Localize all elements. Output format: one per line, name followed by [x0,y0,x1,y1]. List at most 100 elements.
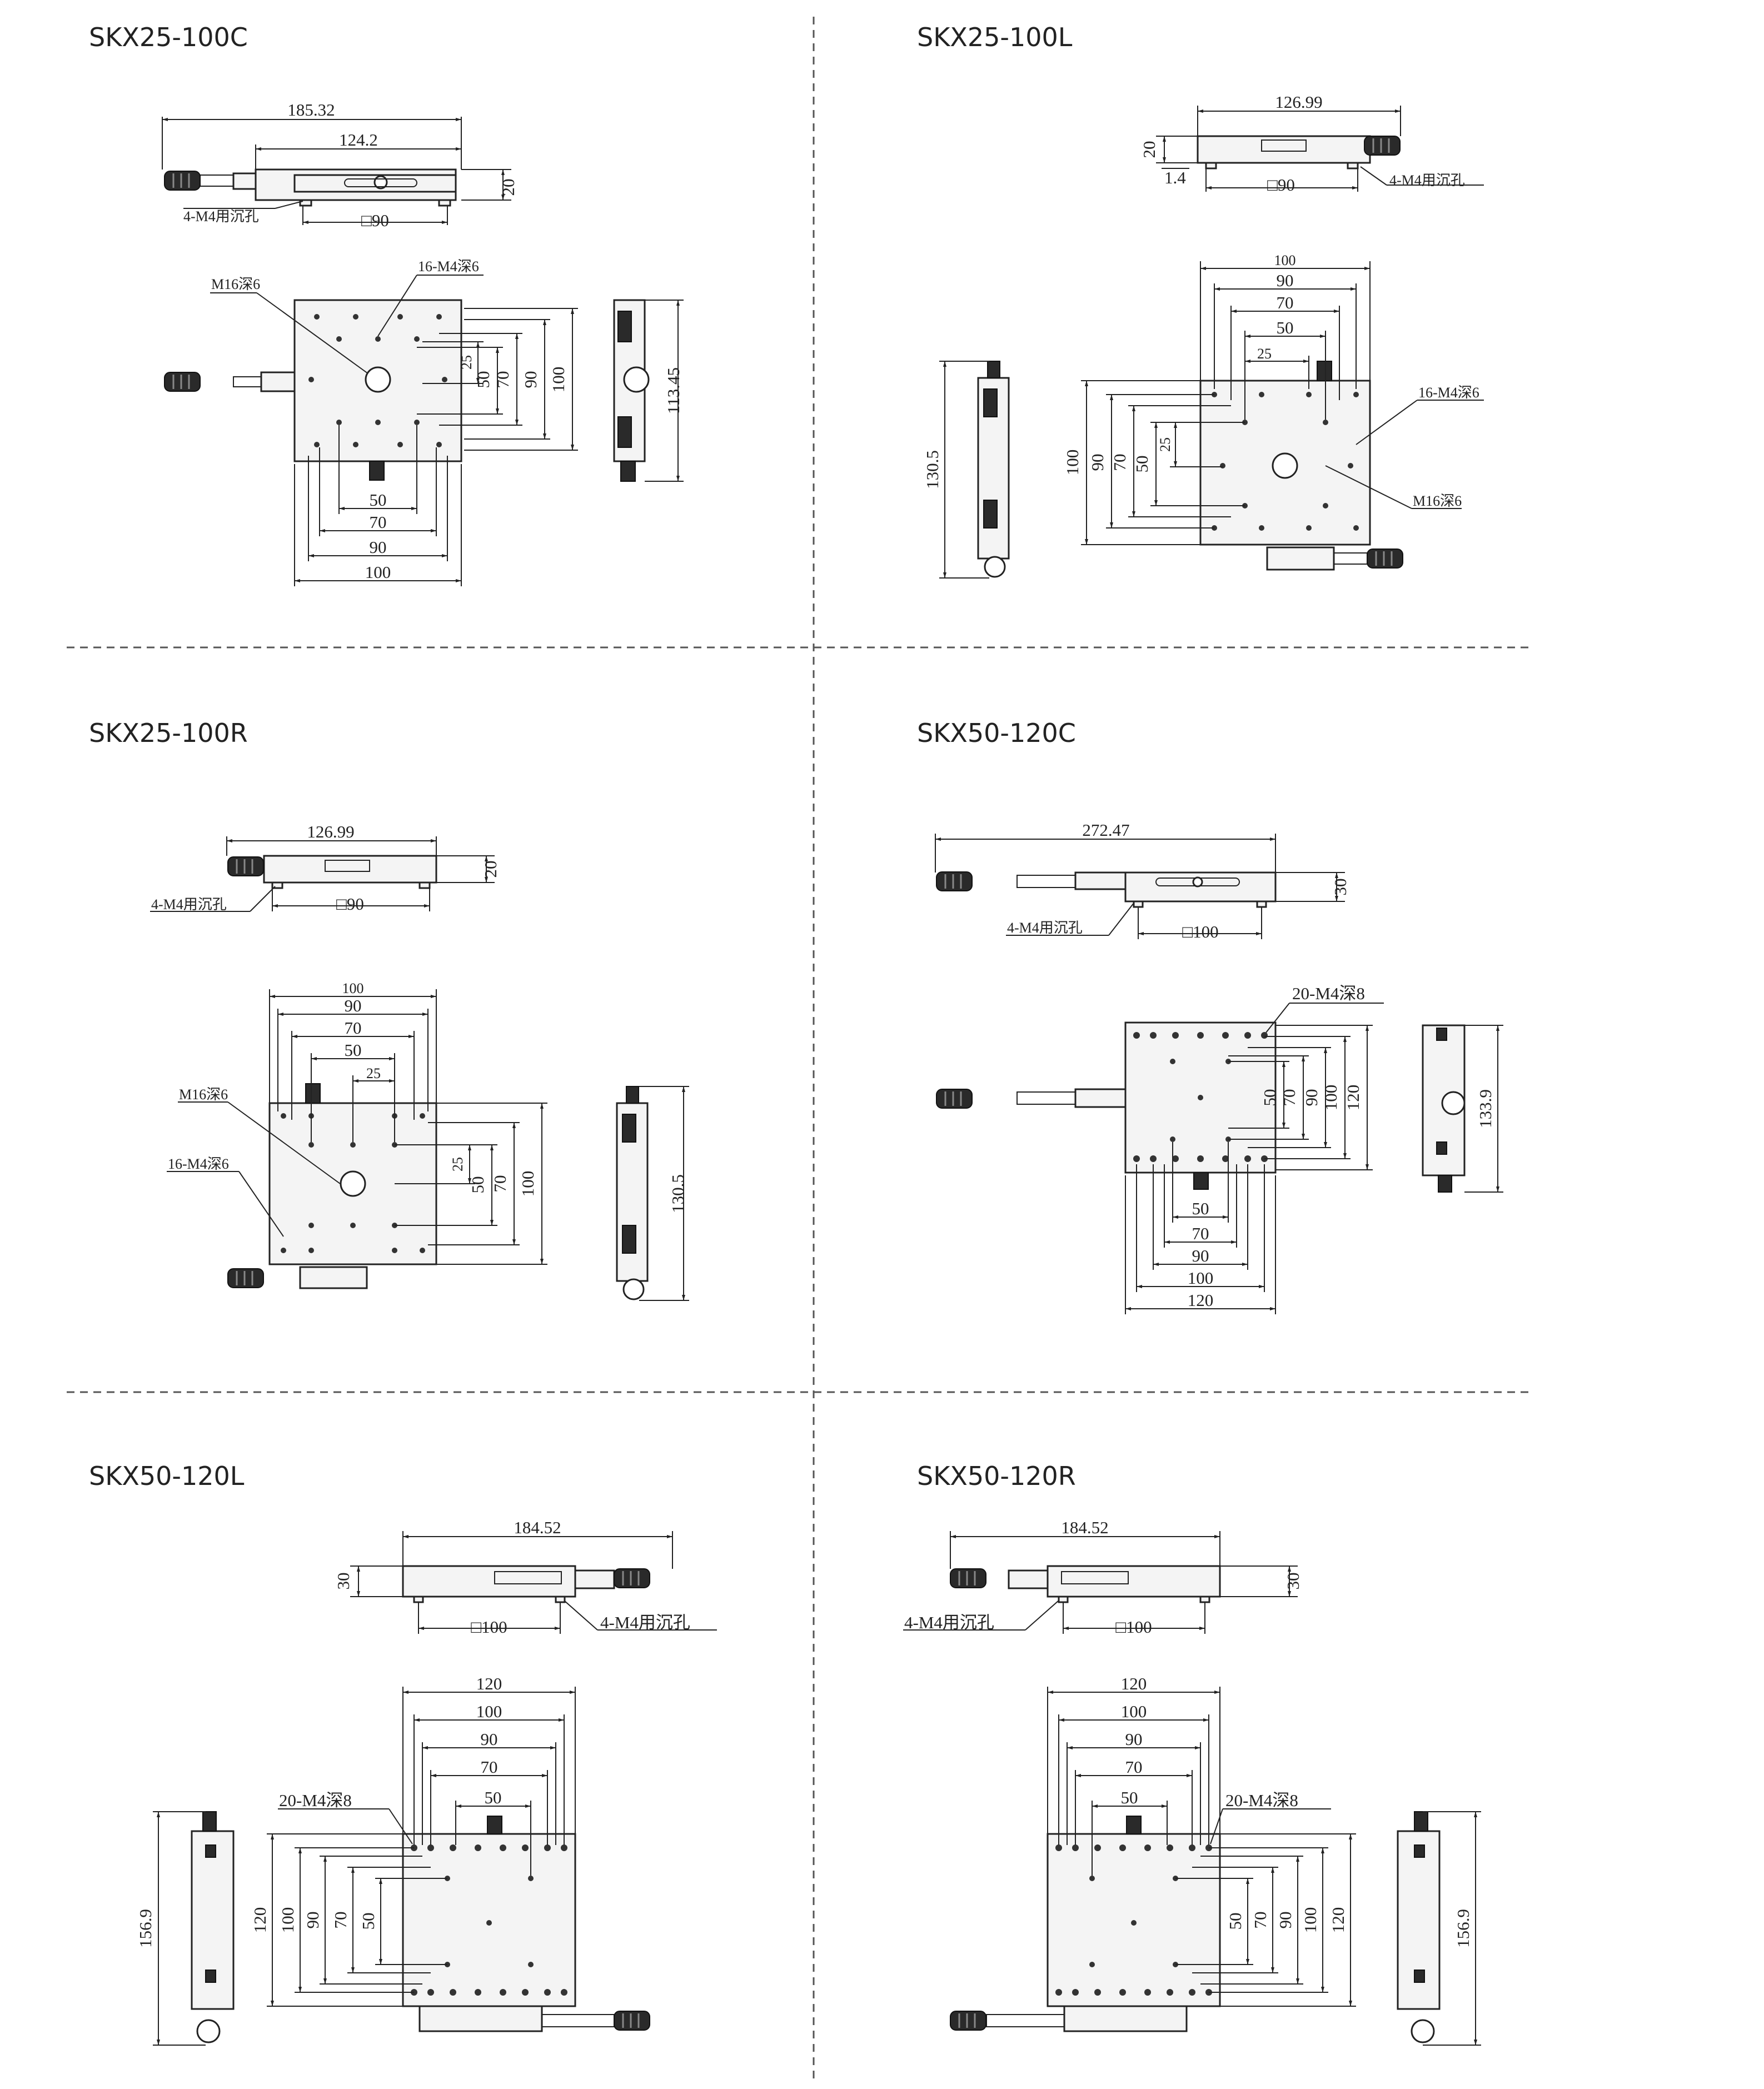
plan-view [935,1021,1277,1190]
plan-view [402,1816,651,2032]
dim-label: 120 [1188,1290,1214,1310]
section-title: SKX25-100C [89,22,248,52]
note-label: 4-M4用沉孔 [1389,172,1465,188]
note-label: 16-M4深6 [418,258,479,275]
side-view [949,1565,1221,1603]
dim-label: 100 [365,562,391,582]
dim-label: 50 [345,1040,362,1060]
dim-label: 70 [1110,454,1129,471]
dim-label: 90 [1277,271,1294,290]
dim-label: 120 [250,1907,270,1933]
dim-label: 25 [366,1065,381,1081]
dim-label: 25 [459,355,475,370]
note-label: 16-M4深6 [1418,385,1479,401]
dim-label: 130.5 [923,450,942,489]
dim-label: 70 [1279,1089,1299,1106]
dim-label: 100 [1274,252,1296,268]
note-label: 20-M4深8 [279,1791,352,1810]
dim-label: 50 [1132,456,1152,473]
note-label: 20-M4深8 [1225,1791,1298,1810]
dim-label: 156.9 [136,1909,155,1948]
dim-label: 90 [1192,1246,1209,1265]
note-label: M16深6 [211,276,260,292]
note-label: 4-M4用沉孔 [151,896,227,913]
dim-label: 100 [1321,1085,1341,1111]
side-view [935,871,1277,908]
dim-label: 70 [481,1757,498,1777]
plan-view [163,299,462,481]
dim-label: 70 [1250,1912,1270,1929]
section-skx25-100c: SKX25-100C 185.32 124.2 20 4-M4用沉孔 □ [89,22,684,586]
dim-label: 184.52 [1061,1518,1108,1537]
dim-label: 25 [1157,437,1173,452]
section-skx50-120c: SKX50-120C 272.47 30 4-M4用沉孔 □100 [917,718,1503,1314]
dim-label: 100 [549,367,568,393]
dim-label: 120 [476,1674,502,1693]
dim-label: 272.47 [1082,820,1129,840]
plan-view [949,1816,1221,2032]
dim-label: 70 [331,1912,350,1929]
section-title: SKX50-120R [917,1461,1076,1491]
dim-label: 70 [1125,1757,1143,1777]
dim-label: 124.2 [339,130,378,149]
note-label: 4-M4用沉孔 [904,1613,994,1632]
dim-label: 50 [370,490,387,510]
dim-label: 120 [1328,1907,1348,1933]
dim-label: □90 [336,894,364,914]
dim-label: 25 [1257,346,1272,362]
section-title: SKX50-120L [89,1461,245,1491]
dim-label: 126.99 [307,822,354,841]
end-view [616,1086,649,1300]
dim-label: 184.52 [514,1518,561,1537]
end-view [191,1811,235,2043]
dim-label: 70 [493,371,512,388]
dim-label: 50 [1225,1913,1245,1930]
dim-label: 70 [1192,1224,1209,1243]
dim-label: 100 [476,1702,502,1721]
dim-label: 100 [1121,1702,1147,1721]
section-skx25-100r: SKX25-100R 126.99 20 4-M4用沉孔 □90 [89,718,689,1301]
note-label: 4-M4用沉孔 [600,1613,690,1632]
dim-label: 20 [481,861,500,878]
end-view [977,361,1010,578]
dim-label: 50 [1260,1089,1279,1106]
dim-label: 100 [1063,450,1082,476]
dim-label: 25 [450,1157,466,1171]
dim-label: 90 [345,996,362,1015]
dim-label: 185.32 [287,100,335,119]
dim-label: 113.45 [664,367,683,414]
dim-label: 100 [1188,1268,1214,1288]
dim-label: 20 [1139,141,1159,158]
dim-label: □90 [1267,175,1295,195]
dim-label: 90 [1302,1089,1321,1106]
dim-label: 30 [1331,879,1350,896]
dim-label: 50 [1277,318,1294,337]
dim-label: 130.5 [668,1174,687,1213]
dim-label: 100 [518,1171,537,1197]
dim-label: 70 [1277,293,1294,312]
dim-label: 30 [1283,1573,1303,1590]
note-label: M16深6 [1413,493,1462,509]
dim-label: 100 [1300,1907,1320,1933]
dim-label: 90 [521,371,540,388]
side-view [402,1565,651,1603]
end-view [1422,1024,1466,1193]
dim-label: 120 [1343,1085,1363,1111]
end-view [1397,1811,1441,2043]
dim-label: 90 [303,1912,322,1929]
side-view [1197,135,1401,169]
dim-label: □100 [1182,922,1218,941]
dim-label: 90 [1125,1729,1143,1749]
dim-label: 50 [474,371,493,388]
note-label: 20-M4深8 [1292,984,1365,1003]
end-view [613,299,650,482]
dim-label: 100 [278,1907,297,1933]
side-view [227,855,437,889]
section-skx25-100l: SKX25-100L 126.99 20 1.4 □90 4-M4用沉孔 [917,22,1484,579]
note-label: 4-M4用沉孔 [1007,920,1083,936]
side-view [163,168,457,207]
note-label: 16-M4深6 [168,1156,229,1172]
section-skx50-120r: SKX50-120R 184.52 30 4-M4用沉孔 □100 [903,1461,1481,2046]
dim-label: 1.4 [1164,168,1186,187]
